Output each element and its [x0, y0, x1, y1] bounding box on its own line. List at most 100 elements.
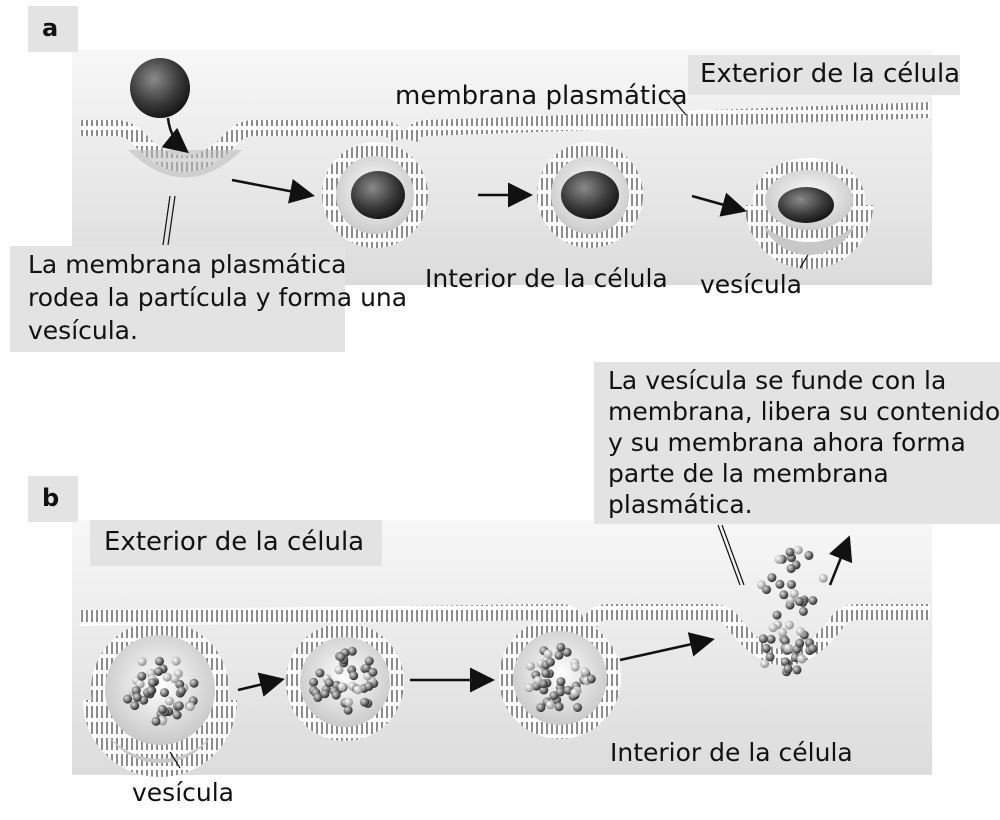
panel-b-callout-line-5: plasmática. — [608, 490, 753, 519]
molecule — [526, 661, 536, 671]
molecule — [768, 623, 778, 633]
molecule — [804, 550, 814, 560]
panel-b-outside-box — [90, 520, 382, 566]
molecule — [786, 564, 796, 574]
molecule — [779, 590, 789, 600]
molecule — [795, 638, 805, 648]
molecule — [784, 620, 794, 630]
molecule — [132, 692, 142, 702]
molecule — [555, 687, 565, 697]
molecule — [360, 697, 370, 707]
molecule — [545, 700, 555, 710]
molecule — [146, 686, 156, 696]
panel-a-outside-box — [688, 55, 960, 95]
panel-b-outside-label: Exterior de la célula — [104, 527, 365, 557]
molecule — [785, 547, 795, 557]
molecule — [766, 634, 776, 644]
molecule — [767, 573, 777, 583]
molecule — [157, 704, 167, 714]
molecule — [758, 634, 768, 644]
molecule — [586, 674, 596, 684]
panel-b-letter-box — [28, 476, 78, 522]
panel-a-outside-label: Exterior de la célula — [700, 59, 961, 89]
molecule — [337, 682, 347, 692]
molecule — [172, 710, 182, 720]
molecule — [554, 702, 564, 712]
molecule — [774, 554, 784, 564]
molecule — [533, 676, 543, 685]
molecule — [313, 693, 323, 702]
molecule — [761, 643, 771, 653]
molecule — [364, 656, 374, 666]
molecule — [795, 626, 805, 636]
panel-a-callout-line-1: La membrana plasmática — [28, 250, 347, 279]
molecule — [320, 689, 330, 699]
molecule — [315, 668, 325, 678]
molecule — [368, 667, 378, 677]
panel-a-callout-box — [10, 246, 345, 352]
molecule — [780, 657, 790, 667]
molecule — [778, 627, 787, 637]
panel-a-callout-line-3: vesícula. — [28, 316, 138, 345]
molecule — [353, 685, 363, 695]
panel-a-letter-box — [28, 6, 78, 52]
membrane-label: membrana plasmática — [395, 81, 688, 111]
molecule — [336, 652, 346, 662]
molecule — [343, 705, 353, 715]
molecule — [524, 683, 534, 693]
molecule — [154, 667, 163, 676]
molecule — [783, 664, 793, 674]
molecule — [189, 678, 199, 688]
panel-b-membrane-right — [582, 604, 930, 666]
molecule — [334, 665, 344, 675]
molecule — [137, 671, 147, 681]
molecule — [165, 696, 174, 706]
molecule — [123, 694, 133, 704]
molecule — [787, 580, 796, 589]
panel-a-membrane-left — [80, 120, 406, 172]
molecule — [331, 690, 341, 700]
molecule — [783, 643, 793, 653]
molecule — [772, 610, 782, 620]
panel-a-inside-label: Interior de la célula — [425, 264, 668, 293]
vesicle-b2 — [286, 623, 404, 741]
molecule — [556, 642, 566, 652]
molecule — [174, 701, 184, 711]
molecule — [148, 678, 157, 688]
molecule — [347, 646, 357, 656]
molecule — [808, 596, 818, 605]
molecule — [818, 573, 828, 583]
molecule — [344, 697, 353, 707]
molecule — [541, 668, 551, 678]
molecule — [545, 657, 555, 667]
panel-a-vesicle-label: vesícula — [700, 270, 803, 299]
molecule — [794, 596, 804, 606]
molecule — [361, 663, 371, 673]
molecule — [780, 636, 790, 646]
molecule — [135, 679, 145, 689]
molecule — [562, 647, 572, 657]
molecule — [536, 703, 546, 713]
panel-a-letter: a — [42, 14, 59, 42]
panel-b-inside-label: Interior de la célula — [610, 738, 853, 767]
molecule — [309, 677, 319, 687]
panel-b-vesicle-label: vesícula — [132, 778, 235, 807]
molecule — [155, 656, 164, 666]
molecule — [364, 681, 374, 691]
molecule — [797, 654, 806, 664]
molecule — [131, 686, 141, 696]
molecule — [792, 665, 802, 675]
panel-b-callout-box — [594, 362, 1000, 524]
molecule — [570, 688, 580, 698]
molecule — [808, 644, 818, 654]
panel-b-callout-line-3: y su membrana ahora forma — [608, 428, 966, 457]
molecule — [765, 652, 775, 662]
molecule — [775, 579, 785, 589]
molecule — [185, 702, 195, 712]
molecule — [160, 688, 169, 698]
molecule — [556, 677, 566, 687]
molecule — [349, 671, 359, 681]
molecule — [793, 545, 803, 555]
molecule — [137, 657, 147, 667]
molecule — [570, 662, 580, 672]
